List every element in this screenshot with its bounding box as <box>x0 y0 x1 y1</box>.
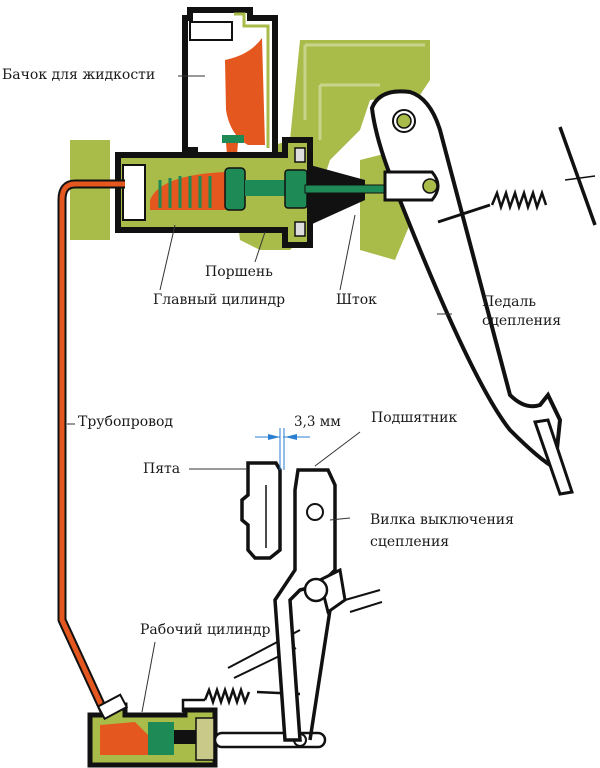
fluid-reservoir <box>182 7 278 168</box>
label-piston: Поршень <box>205 264 273 280</box>
clutch-pedal <box>369 89 574 496</box>
label-fork-line1: Вилка выключения <box>370 512 514 528</box>
label-master-cylinder: Главный цилиндр <box>153 292 286 308</box>
label-gap: 3,3 мм <box>294 414 341 430</box>
gap-dimension <box>255 428 310 470</box>
hydraulic-pipeline <box>57 179 125 737</box>
release-fork <box>273 468 383 742</box>
label-heel: Пята <box>143 461 181 477</box>
label-pedal-line1: Педаль <box>482 294 536 310</box>
pedal-stop-plate <box>558 126 597 226</box>
label-slave-cylinder: Рабочий цилиндр <box>140 622 271 638</box>
master-cylinder <box>115 137 365 248</box>
label-pedal-line2: сцепления <box>482 313 562 329</box>
slave-cylinder <box>87 693 327 768</box>
release-bearing-heel <box>240 461 282 560</box>
label-fork-line2: сцепления <box>370 534 450 550</box>
leader-lines <box>67 75 452 713</box>
label-rod: Шток <box>336 292 377 308</box>
label-release-bearing: Подшятник <box>371 410 458 426</box>
label-pipeline: Трубопровод <box>78 414 174 430</box>
label-reservoir: Бачок для жидкости <box>2 67 156 83</box>
pedal-return-spring <box>437 126 597 226</box>
